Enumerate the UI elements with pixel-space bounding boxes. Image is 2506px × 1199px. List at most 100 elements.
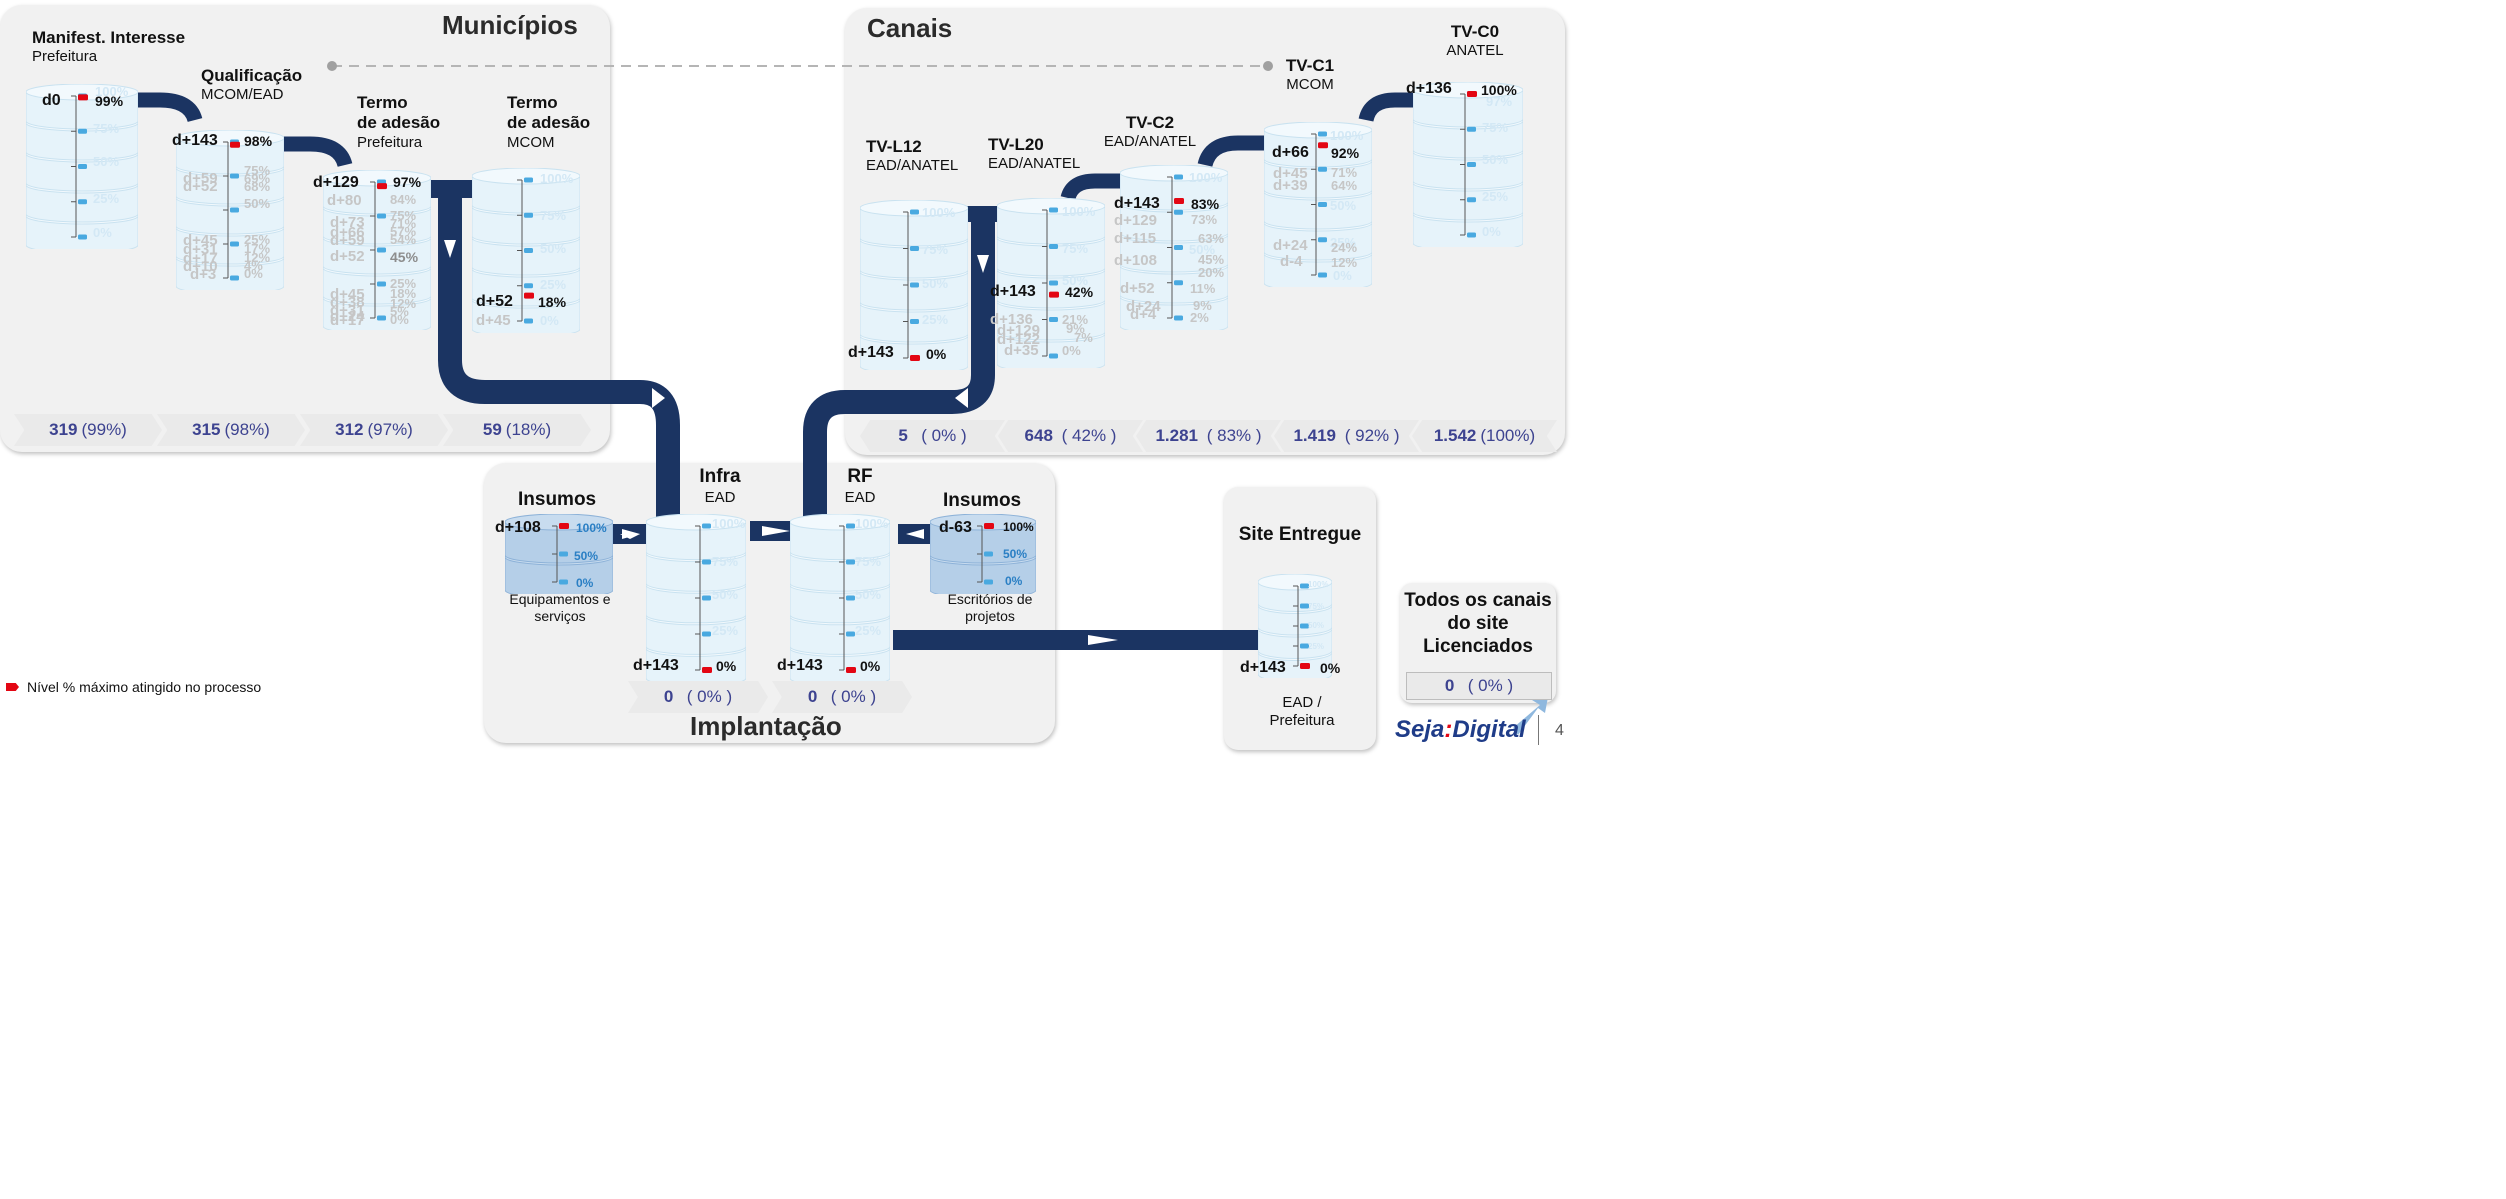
pipe-termo-cap (428, 180, 472, 198)
stage-name: Insumos (518, 489, 597, 510)
scale-tick (910, 209, 919, 215)
scale-tick (1318, 272, 1327, 278)
ghost-pct: 50% (93, 154, 120, 169)
ghost-pct: 11% (1190, 281, 1216, 296)
count-pct: (18%) (505, 420, 552, 439)
scale-tick (1318, 237, 1327, 243)
ghost-pct: 25% (1482, 189, 1509, 204)
ghost-pct: 75% (712, 554, 739, 569)
pipe-tvl20-to-rf (803, 212, 995, 520)
ghost-pct: 0% (390, 312, 409, 327)
count-pct: ( 0% ) (686, 687, 733, 706)
cylinder-disc (472, 206, 580, 245)
cylinder-disc (176, 227, 284, 265)
scale-tick (78, 128, 87, 134)
ghost-day: d+10 (183, 258, 218, 275)
scale-tick (230, 207, 239, 213)
legend: Nível % máximo atingido no processo (6, 679, 261, 695)
site-entregue-title: Site Entregue (1224, 524, 1376, 547)
cylinder-disc (26, 122, 138, 161)
ghost-pct: 50% (540, 241, 567, 256)
canais-count-chevron: 5 ( 0% ) (860, 420, 1005, 452)
ghost-pct: 50% (1482, 152, 1509, 167)
ghost-pct: 0% (244, 266, 263, 281)
implantacao-panel (484, 463, 1055, 743)
municipios-count-chevron: 315(98%) (157, 414, 305, 446)
ghost-day: d+80 (327, 192, 362, 209)
ghost-pct: 69% (244, 171, 271, 186)
count: 0 (807, 687, 818, 706)
ghost-pct: 75% (1482, 120, 1509, 135)
count: 648 (1024, 426, 1053, 445)
canais-count-chevron: 648 ( 42% ) (998, 420, 1143, 452)
ghost-pct: 25% (922, 312, 949, 327)
canais-count-chevron: 1.542(100%) (1412, 420, 1557, 452)
cylinder-disc (860, 207, 968, 247)
ghost-day: d+24 (1126, 298, 1161, 315)
marker-pct: 98% (244, 133, 273, 149)
ghost-day: d+52 (183, 178, 218, 195)
ghost-pct: 64% (1331, 178, 1358, 193)
canais-count-chevron: 1.281 ( 83% ) (1136, 420, 1281, 452)
scale-tick (78, 164, 87, 169)
marker-pct: 0% (926, 346, 947, 362)
ghost-pct: 100% (1308, 580, 1329, 589)
tick-pct: 0% (576, 576, 594, 590)
marker-pct: 92% (1331, 145, 1360, 161)
marker-day: d+143 (1114, 195, 1160, 212)
cylinder-disc (997, 269, 1105, 309)
logo-part1: Seja (1395, 716, 1445, 743)
cylinder-disc (860, 239, 968, 279)
cylinder-disc (323, 267, 431, 305)
ghost-day: d+24 (1273, 237, 1308, 254)
ghost-day: d+39 (1273, 177, 1308, 194)
scale-tick (846, 595, 855, 601)
cylinder-insumos-left (505, 514, 613, 594)
marker-day: d0 (42, 92, 61, 109)
cylinder-disc-top (930, 514, 1036, 531)
cylinder-disc (1264, 191, 1372, 230)
max-level-marker (1300, 663, 1310, 669)
site-title: Site Entregue (1238, 524, 1362, 545)
ghost-day: d+45 (1273, 165, 1308, 182)
scale-tick (1467, 162, 1476, 167)
max-level-marker (910, 355, 920, 361)
cylinder-disc (790, 584, 890, 624)
cylinder-disc (646, 584, 746, 624)
cylinder-manifest (26, 84, 138, 249)
cylinder-disc (176, 167, 284, 205)
count-pct: ( 0% ) (830, 687, 877, 706)
count: 59 (482, 420, 502, 439)
marker-pct: 42% (1065, 284, 1094, 300)
count: 5 (898, 426, 908, 445)
ghost-pct: 57% (390, 224, 417, 239)
ghost-pct: 20% (1198, 265, 1225, 280)
stage-owner: EAD (844, 488, 876, 506)
tick-pct: 0% (1005, 574, 1023, 588)
count: 1.281 (1155, 426, 1198, 445)
cylinder-disc (790, 553, 890, 592)
ghost-day: d+17 (330, 312, 365, 329)
ghost-pct: 5% (390, 304, 409, 319)
scale-tick (524, 318, 533, 324)
ghost-pct: 75% (1062, 241, 1089, 256)
cylinder-disc (930, 556, 1036, 594)
marker-day: d+52 (476, 293, 513, 310)
ghost-pct: 2% (1190, 310, 1209, 325)
ghost-pct: 73% (1191, 212, 1218, 227)
ghost-day: d+115 (1114, 230, 1157, 247)
ghost-pct: 100% (1330, 128, 1364, 143)
stage-tv-l12: TV-L12 EAD/ANATEL (866, 137, 958, 175)
cylinder-infra (646, 514, 746, 682)
scale-tick (846, 523, 855, 529)
max-level-marker (846, 667, 856, 673)
marker-pct: 0% (1320, 660, 1341, 676)
scale-tick (1174, 280, 1183, 286)
cylinder-disc (997, 333, 1105, 368)
ghost-day: d+52 (1120, 280, 1155, 297)
scale-tick (78, 234, 87, 240)
ghost-day: d+17 (183, 250, 218, 267)
stage-name-line2: de adesão (507, 113, 591, 133)
pipe-rf-to-site (893, 630, 1265, 650)
ghost-pct: 75% (855, 554, 882, 569)
